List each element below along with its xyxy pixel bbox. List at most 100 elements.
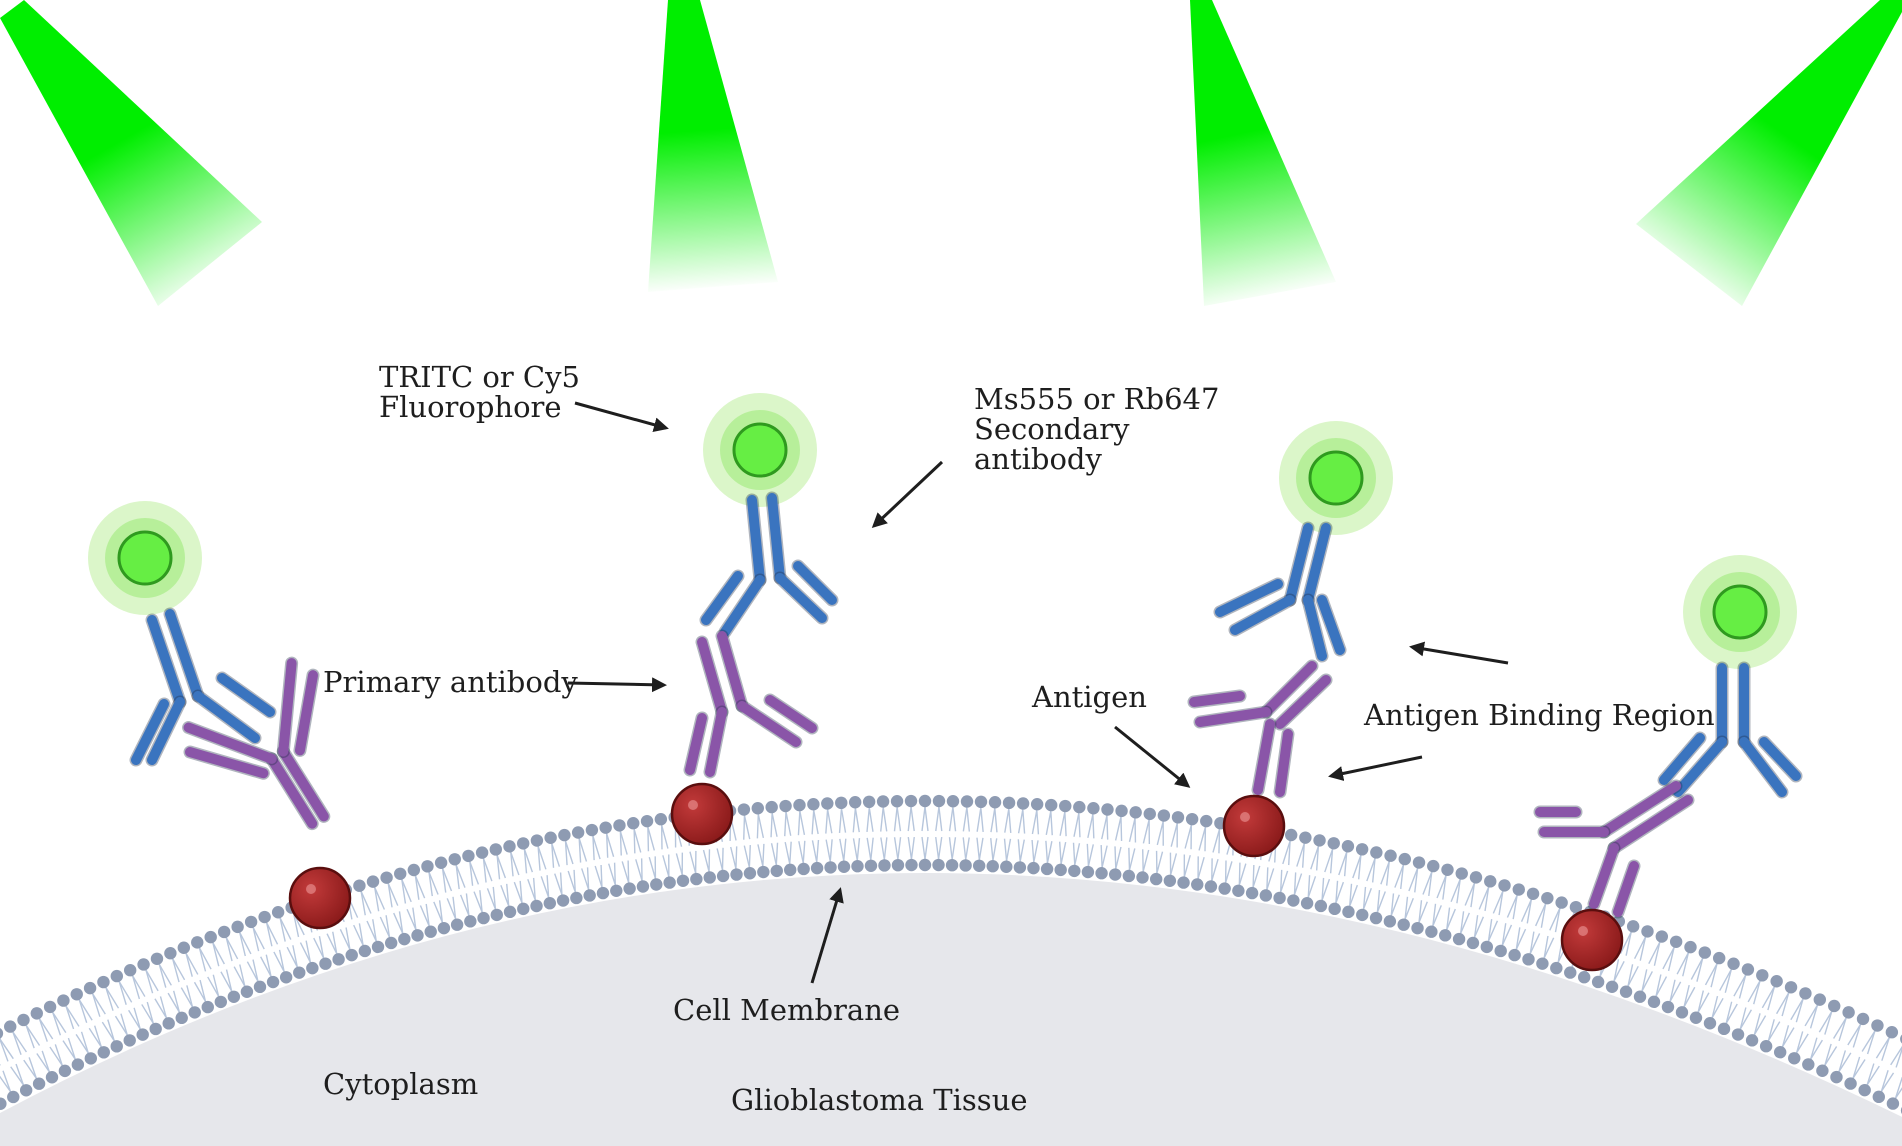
- membrane-tail: [1004, 808, 1010, 833]
- secondary-antibody-3-arm: [1215, 579, 1283, 617]
- membrane-tail: [469, 861, 480, 885]
- membrane-tail: [743, 815, 746, 840]
- membrane-head-outer: [1341, 840, 1355, 853]
- membrane-tail: [605, 833, 615, 857]
- primary-antibody-2-stem: [697, 637, 727, 717]
- membrane-head-inner: [1040, 862, 1054, 876]
- membrane-tail: [406, 908, 417, 930]
- membrane-tail: [1120, 816, 1123, 842]
- membrane-tail: [0, 1038, 9, 1062]
- membrane-tail: [52, 1012, 62, 1036]
- antigen-3-highlight: [1240, 812, 1250, 822]
- membrane-tail: [23, 1059, 37, 1079]
- membrane-head-outer: [571, 826, 585, 839]
- membrane-tail: [185, 952, 199, 975]
- membrane-tail: [880, 807, 884, 832]
- membrane-head-inner: [1759, 1040, 1773, 1053]
- membrane-tail: [546, 875, 550, 898]
- membrane-tail: [0, 1075, 12, 1093]
- membrane-tail: [0, 1038, 14, 1060]
- membrane-tail: [1128, 848, 1136, 871]
- membrane-tail: [1184, 824, 1192, 849]
- membrane-tail: [735, 846, 738, 869]
- membrane-head-inner: [583, 889, 596, 902]
- membrane-tail: [852, 808, 857, 833]
- membrane-head-inner: [1177, 876, 1190, 889]
- membrane-tail: [36, 1053, 50, 1073]
- membrane-tail: [1795, 998, 1804, 1023]
- membrane-tail: [1301, 843, 1305, 868]
- membrane-head-outer: [366, 875, 380, 888]
- membrane-tail: [573, 869, 576, 893]
- membrane-tail: [897, 837, 902, 860]
- membrane-tail: [910, 836, 915, 860]
- membrane-head-outer: [177, 941, 191, 954]
- membrane-head-outer: [613, 819, 626, 832]
- membrane-tail: [193, 981, 207, 1002]
- membrane-tail: [506, 883, 510, 907]
- membrane-head-outer: [974, 795, 988, 809]
- membrane-tail: [519, 880, 523, 904]
- membrane-head-outer: [137, 958, 150, 971]
- membrane-tail: [118, 981, 133, 1003]
- membrane-tail: [1280, 870, 1289, 893]
- membrane-tail: [1866, 1030, 1876, 1055]
- membrane-head-inner: [97, 1046, 110, 1059]
- membrane-tail: [1266, 867, 1269, 890]
- primary-antibody-3-arm: [1189, 691, 1245, 707]
- membrane-head-outer: [765, 800, 778, 814]
- tissue-label: Glioblastoma Tissue: [731, 1083, 1028, 1117]
- membrane-tail: [1315, 846, 1320, 871]
- membrane-tail: [924, 836, 929, 860]
- membrane-head-outer: [1073, 800, 1086, 814]
- membrane-tail: [1697, 990, 1705, 1013]
- antigen-4-highlight: [1578, 926, 1588, 936]
- membrane-tail: [1169, 853, 1178, 876]
- membrane-tail: [883, 837, 888, 860]
- membrane-head-inner: [570, 891, 583, 905]
- membrane-tail: [811, 840, 818, 863]
- membrane-head-inner: [32, 1077, 46, 1090]
- membrane-tail: [1450, 879, 1461, 902]
- light-beam-1: [0, 0, 262, 306]
- membrane-head-inner: [797, 862, 810, 876]
- membrane-head-outer: [932, 794, 946, 808]
- membrane-tail: [1335, 880, 1339, 904]
- membrane-tail: [976, 837, 981, 860]
- membrane-tail: [1380, 861, 1390, 885]
- membrane-tail: [1197, 857, 1205, 879]
- membrane-head-inner: [1136, 871, 1149, 884]
- membrane-head-outer: [1200, 814, 1213, 828]
- membrane-head-inner: [770, 864, 783, 878]
- membrane-head-outer: [1498, 879, 1511, 892]
- membrane-head-inner: [757, 865, 770, 879]
- membrane-head-inner: [424, 925, 437, 938]
- membrane-head-inner: [1494, 944, 1507, 958]
- membrane-tail: [433, 901, 444, 923]
- membrane-tail: [1321, 878, 1331, 901]
- secondary-antibody-3-stem: [1303, 523, 1331, 605]
- membrane-tail: [1036, 810, 1040, 835]
- membrane-tail: [252, 927, 260, 952]
- membrane-tail: [101, 1021, 115, 1042]
- membrane-tail: [1100, 845, 1103, 868]
- membrane-tail: [1045, 810, 1052, 835]
- membrane-tail: [65, 1005, 80, 1027]
- membrane-tail: [25, 1024, 41, 1046]
- membrane-tail: [1852, 1059, 1866, 1079]
- membrane-head-inner: [972, 859, 986, 872]
- membrane-tail: [1711, 997, 1724, 1019]
- light-beam-4: [1636, 0, 1902, 306]
- membrane-head-outer: [1871, 1019, 1884, 1032]
- membrane-head-inner: [1591, 975, 1605, 989]
- antigen-2-highlight: [688, 800, 698, 810]
- membrane-head-outer: [793, 798, 806, 812]
- membrane-tail: [1506, 895, 1518, 918]
- primary-antibody-2-arm: [765, 695, 817, 733]
- membrane-tail: [387, 883, 399, 906]
- membrane-tail: [465, 893, 470, 916]
- membrane-head-inner: [1788, 1052, 1801, 1065]
- membrane-head-outer: [946, 795, 960, 808]
- membrane-tail: [813, 810, 819, 835]
- membrane-tail: [1376, 891, 1386, 913]
